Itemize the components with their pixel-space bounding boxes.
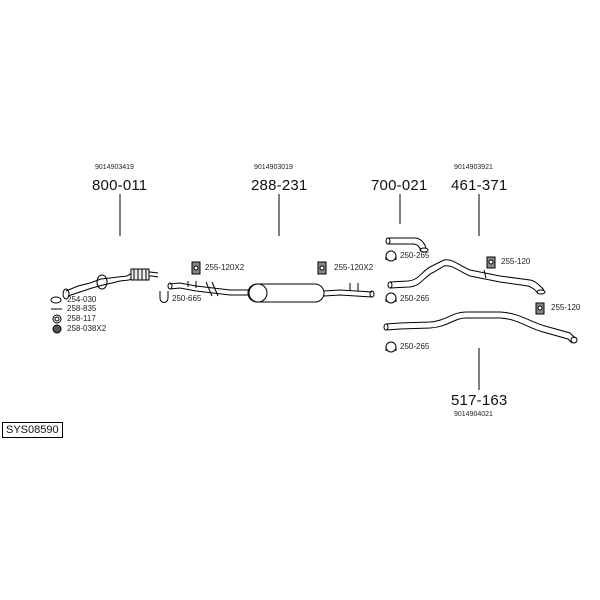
accessory-label: 258-835 xyxy=(67,304,97,313)
part-code: 288-231 xyxy=(251,177,308,194)
front-pipe-800-011 xyxy=(62,268,159,300)
accessory-label: 258-117 xyxy=(67,314,96,323)
accessory-label: 250-665 xyxy=(172,294,202,303)
system-code-box: SYS08590 xyxy=(2,422,63,438)
long-pipe-517-163 xyxy=(383,311,578,344)
part-ref: 9014904021 xyxy=(454,411,493,418)
nut-icon-258-038 xyxy=(52,324,62,334)
accessory-label: 250-265 xyxy=(400,251,430,260)
accessory-label: 254-030 xyxy=(67,295,97,304)
hanger-icon-255-120X2-a xyxy=(191,261,201,275)
hanger-icon-255-120X2-b xyxy=(317,261,327,275)
middle-silencer-288-231 xyxy=(167,281,375,303)
accessory-label: 255-120 xyxy=(551,303,581,312)
ring-icon-258-117 xyxy=(52,314,62,324)
gasket-icon-254-030 xyxy=(50,296,62,304)
tail-pipe-700-021 xyxy=(385,237,429,253)
accessory-label: 250-265 xyxy=(400,294,430,303)
part-code: 461-371 xyxy=(451,177,508,194)
clamp-icon-250-265-b xyxy=(385,292,397,304)
hanger-icon-255-120-a xyxy=(486,256,496,269)
accessory-label: 255-120X2 xyxy=(205,263,245,272)
hanger-icon-255-120-b xyxy=(535,302,545,315)
accessory-label: 255-120X2 xyxy=(334,263,374,272)
clamp-icon-250-265-c xyxy=(385,341,397,353)
clamp-icon-250-265-a xyxy=(385,250,397,262)
part-ref: 9014903019 xyxy=(254,164,293,171)
accessory-label: 258-038X2 xyxy=(67,324,107,333)
part-ref: 9014903921 xyxy=(454,164,493,171)
part-code: 800-011 xyxy=(92,177,148,194)
accessory-label: 250-265 xyxy=(400,342,430,351)
u-clamp-icon-250-665 xyxy=(159,291,169,303)
system-code: SYS08590 xyxy=(6,424,59,436)
accessory-label: 255-120 xyxy=(501,257,531,266)
part-code: 517-163 xyxy=(451,392,508,409)
part-ref: 9014903419 xyxy=(95,164,134,171)
part-code: 700-021 xyxy=(371,177,428,194)
rear-pipe-461-371 xyxy=(387,259,546,295)
